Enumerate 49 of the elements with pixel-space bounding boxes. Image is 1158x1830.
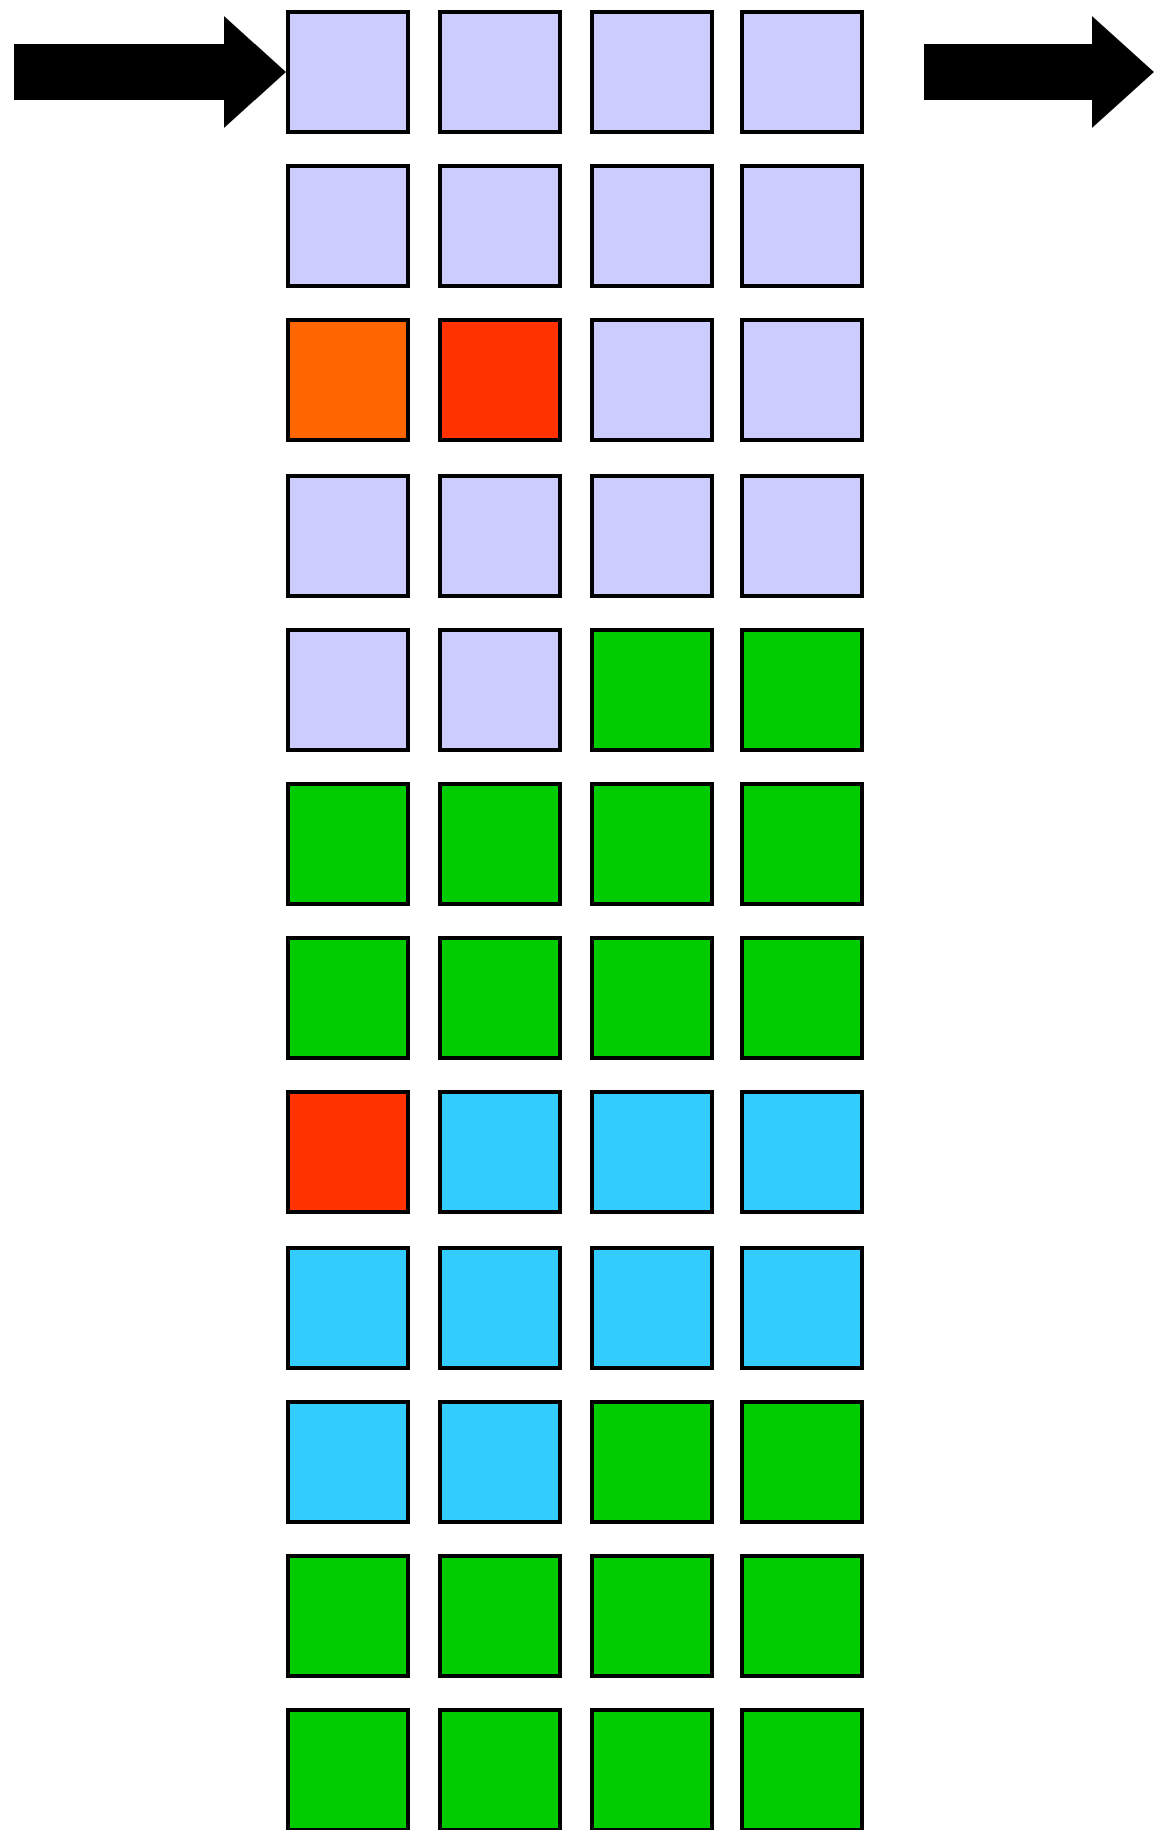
tile [740, 318, 864, 443]
tile [590, 936, 714, 1061]
tile [590, 1399, 714, 1524]
tile [740, 164, 864, 289]
tile [286, 10, 410, 134]
tile [286, 318, 410, 443]
tile [590, 782, 714, 906]
tile [286, 1399, 410, 1524]
tile [740, 1708, 864, 1830]
tile [286, 164, 410, 289]
tile [740, 1554, 864, 1678]
tile [740, 936, 864, 1061]
tile [590, 473, 714, 598]
tile [438, 164, 562, 289]
tile [286, 936, 410, 1061]
tile [438, 1399, 562, 1524]
tile [740, 1399, 864, 1524]
tile [438, 627, 562, 752]
tile [286, 473, 410, 598]
tile [438, 473, 562, 598]
tile [590, 627, 714, 752]
tile [590, 1554, 714, 1678]
tile [740, 10, 864, 134]
tile [438, 318, 562, 443]
tile [740, 473, 864, 598]
tile [438, 1245, 562, 1370]
tile [438, 1708, 562, 1830]
tile [286, 1554, 410, 1678]
tile [590, 1090, 714, 1215]
tile [590, 1708, 714, 1830]
tile [438, 936, 562, 1061]
tile [286, 782, 410, 906]
tile [438, 1090, 562, 1215]
tile [590, 1245, 714, 1370]
tile [286, 1708, 410, 1830]
tile [590, 164, 714, 289]
tile [286, 1245, 410, 1370]
tile [590, 10, 714, 134]
tile [438, 782, 562, 906]
tile [590, 318, 714, 443]
tile [740, 1090, 864, 1215]
tile [438, 10, 562, 134]
tile [286, 627, 410, 752]
tile [286, 1090, 410, 1215]
tile [740, 1245, 864, 1370]
tile [740, 782, 864, 906]
arrow [14, 16, 286, 128]
tile [438, 1554, 562, 1678]
tile [740, 627, 864, 752]
